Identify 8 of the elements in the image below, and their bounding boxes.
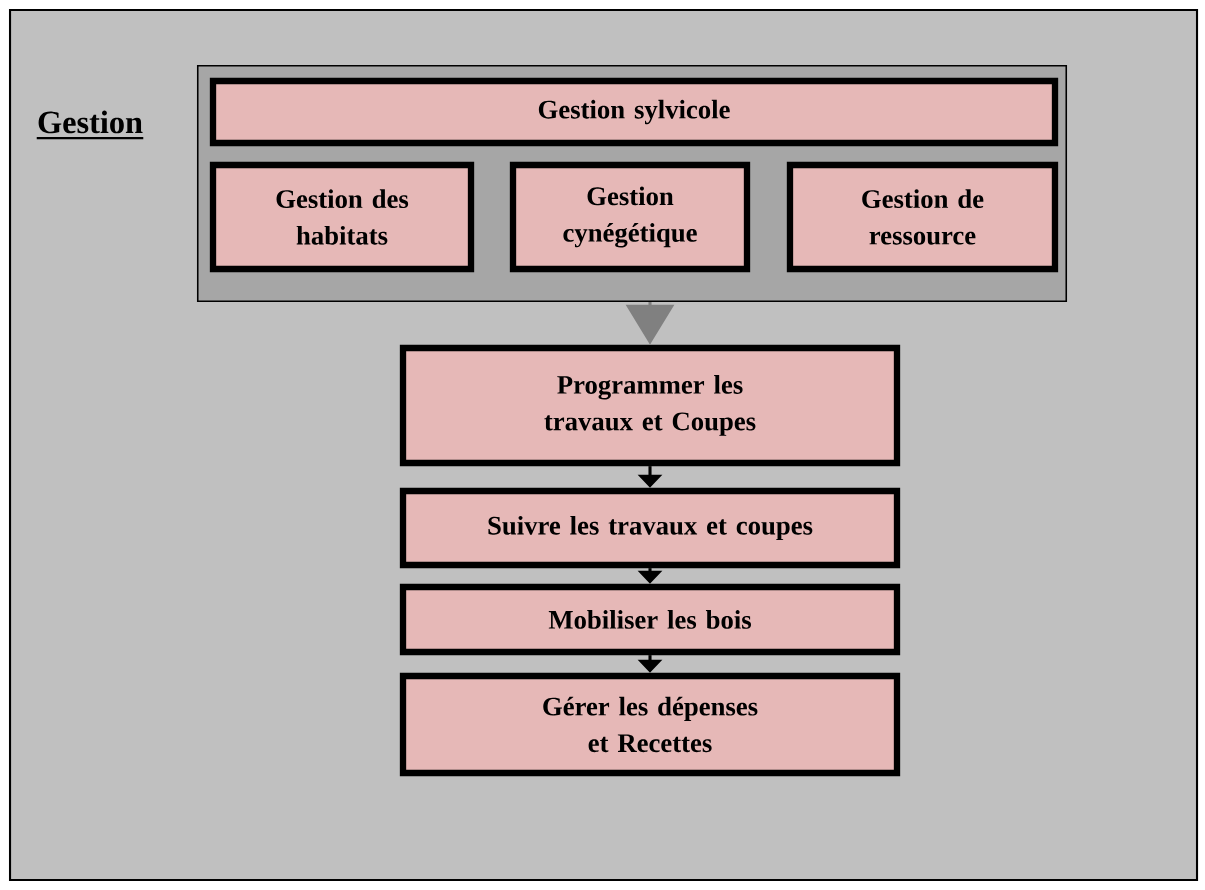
process-box: Gestion de ressource: [786, 161, 1059, 273]
process-box: Gestion sylvicole: [209, 77, 1059, 147]
process-box: Mobiliser les bois: [399, 583, 901, 656]
process-box: Gestion des habitats: [209, 161, 475, 273]
process-box: Gestion cynégétique: [509, 161, 751, 273]
process-box: Gérer les dépenses et Recettes: [399, 672, 901, 777]
process-box: Suivre les travaux et coupes: [399, 487, 901, 569]
process-box: Programmer les travaux et Coupes: [399, 344, 901, 467]
